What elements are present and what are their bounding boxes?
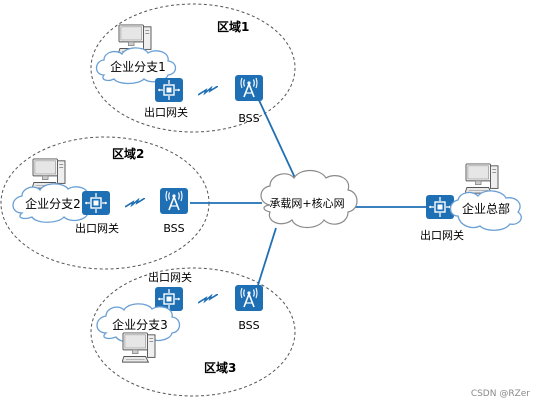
link-bss1-core [257, 97, 297, 181]
link-bss3-core [257, 227, 277, 286]
branch-2-label: 企业分支2 [25, 196, 81, 211]
hq-label: 企业总部 [462, 201, 510, 216]
branch-1-cloud [95, 47, 177, 85]
gateway-1-icon [155, 78, 183, 102]
branch-1-label: 企业分支1 [110, 59, 166, 74]
region-2-title: 区域2 [112, 146, 144, 161]
core-network-cloud [260, 169, 358, 229]
wireless-link-icon [198, 86, 218, 96]
watermark: CSDN @RZer [471, 389, 530, 399]
bss-1-label: BSS [238, 112, 259, 125]
wireless-link-icon [198, 294, 218, 304]
bss-1-icon [235, 75, 263, 101]
bss-2-icon [160, 188, 188, 214]
branch-3-label: 企业分支3 [112, 317, 168, 332]
region-3-boundary [90, 267, 296, 397]
wireless-link-icon [125, 198, 145, 208]
bss-3-label: BSS [238, 319, 259, 332]
hq-gateway-label: 出口网关 [420, 228, 464, 242]
region-3-title: 区域3 [204, 360, 236, 375]
gateway-2-icon [82, 191, 110, 215]
bss-3-icon [235, 285, 263, 311]
pc-icon [122, 332, 156, 363]
gateway-1-label: 出口网关 [144, 105, 188, 119]
gateway-3-label: 出口网关 [148, 270, 192, 284]
gateway-2-label: 出口网关 [75, 221, 119, 235]
region-1-boundary [90, 3, 296, 133]
hq-cloud [449, 190, 522, 231]
bss-2-label: BSS [163, 222, 184, 235]
region-1-title: 区域1 [217, 19, 249, 34]
core-network-label: 承载网+核心网 [269, 196, 344, 210]
pc-icon [465, 163, 499, 194]
hq-gateway-icon [426, 195, 454, 219]
